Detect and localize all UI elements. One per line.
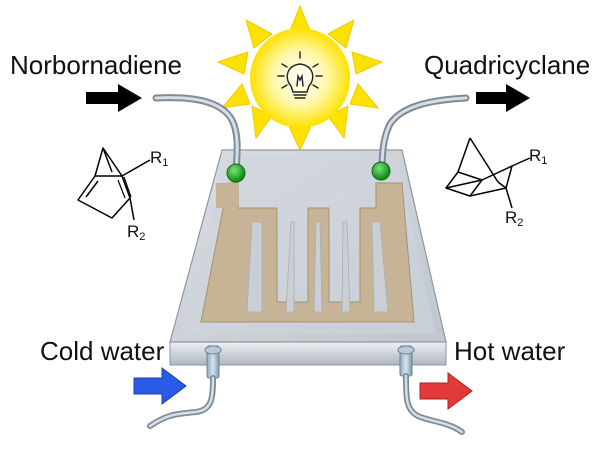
hot-water-arrow — [419, 372, 473, 410]
r2-letter: R — [505, 208, 518, 227]
r1-letter: R — [529, 146, 542, 165]
norbornadiene-label: Norbornadiene — [10, 50, 183, 80]
quadricyclane-structure — [445, 137, 531, 209]
light-bulb-icon — [277, 51, 323, 99]
hot-water-port — [397, 345, 465, 435]
norbornadiene-structure — [77, 147, 151, 221]
r2-letter: R — [127, 222, 140, 241]
cold-water-port — [147, 345, 222, 429]
hot-water-label: Hot water — [454, 336, 566, 366]
norbornadiene-r2: R2 — [127, 222, 145, 243]
arrow-right-icon — [86, 84, 142, 112]
arrow-right-icon — [476, 84, 530, 112]
r2-index: 2 — [517, 217, 524, 229]
serpentine-channel — [200, 182, 415, 323]
quadricyclane-r2: R2 — [505, 208, 523, 229]
r2-index: 2 — [139, 231, 146, 243]
r1-letter: R — [150, 148, 163, 167]
inlet-tube — [152, 94, 241, 174]
sun-icon — [216, 4, 384, 152]
outlet-tube — [378, 94, 470, 174]
quadricyclane-label: Quadricyclane — [424, 50, 591, 80]
norbornadiene-r1: R1 — [150, 148, 168, 169]
cold-water-label: Cold water — [40, 336, 165, 366]
r1-index: 1 — [541, 155, 548, 167]
quadricyclane-r1: R1 — [529, 146, 547, 167]
inlet-connector — [226, 163, 246, 183]
outlet-connector — [371, 161, 391, 181]
cold-water-arrow — [133, 367, 187, 405]
r1-index: 1 — [162, 157, 169, 169]
